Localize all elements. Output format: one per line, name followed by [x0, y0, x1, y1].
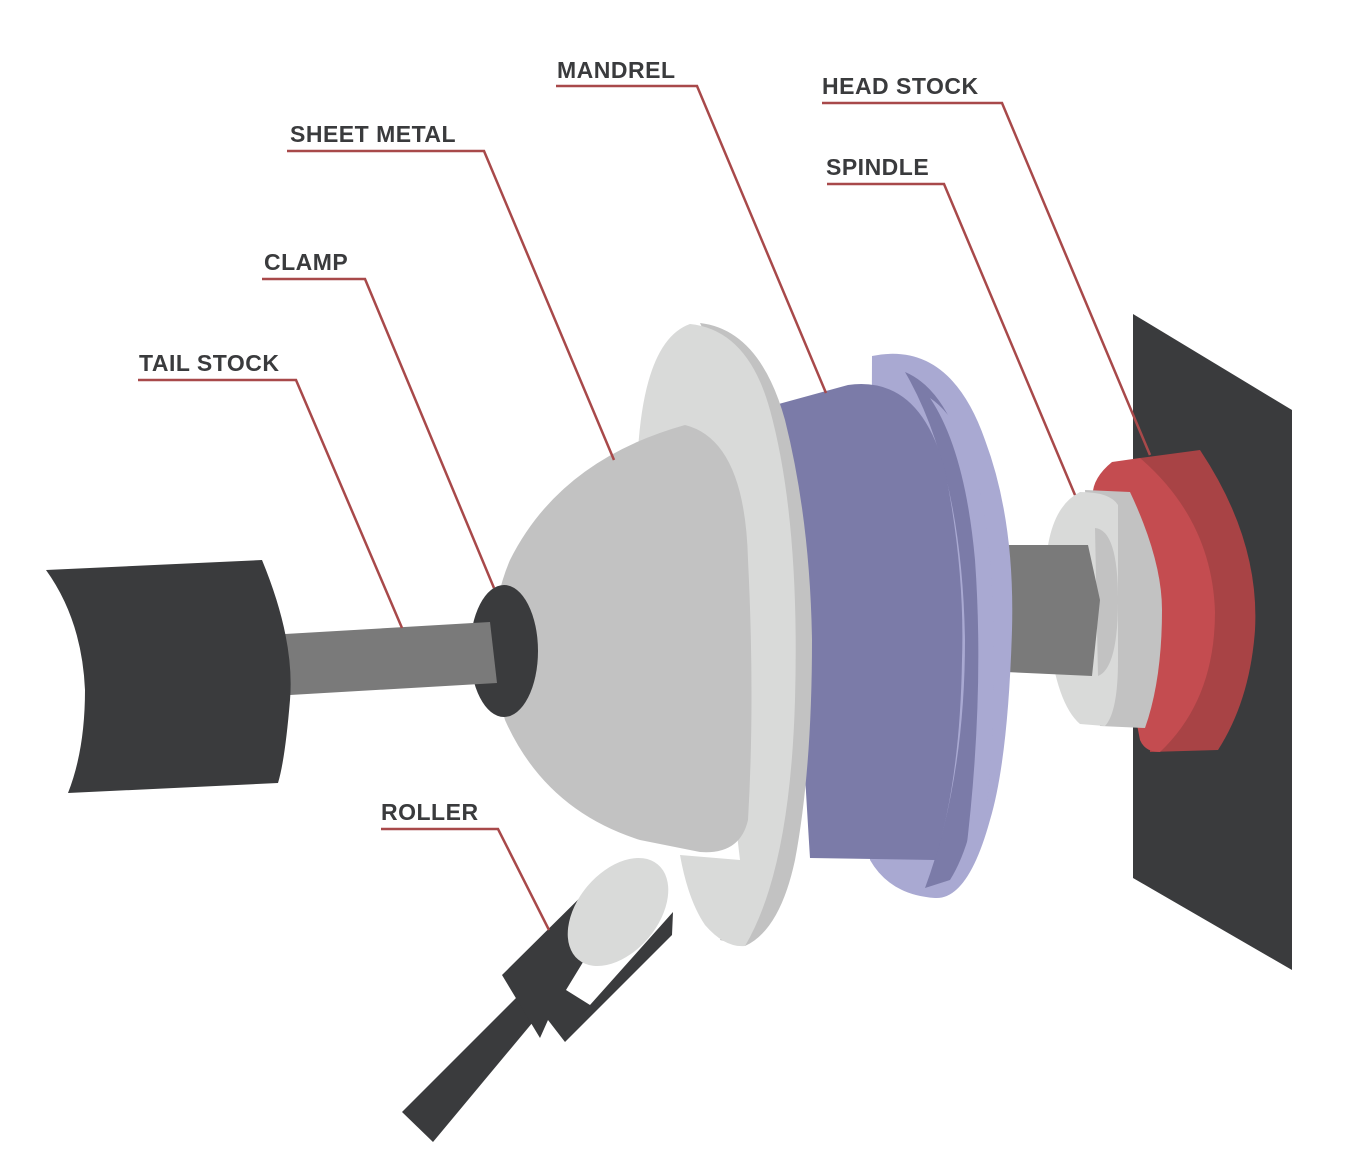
- mandrel-leader: [556, 84, 828, 394]
- label-clamp: CLAMP: [264, 249, 348, 275]
- label-spindle: SPINDLE: [826, 154, 929, 180]
- sheet-metal-leader: [287, 149, 616, 461]
- label-roller: ROLLER: [381, 799, 479, 825]
- spindle-rod: [1000, 545, 1100, 676]
- sheet-metal-cone: [493, 425, 752, 853]
- head-stock-leader: [822, 101, 1152, 456]
- mandrel-side-shade: [930, 398, 994, 860]
- label-tail-stock: TAIL STOCK: [139, 350, 279, 376]
- label-sheet-metal: SHEET METAL: [290, 121, 456, 147]
- clamp-leader: [262, 277, 496, 589]
- label-mandrel: MANDREL: [557, 57, 676, 83]
- clamp: [470, 585, 538, 717]
- roller-wheel: [567, 857, 669, 967]
- mandrel-flange-edge: [905, 372, 987, 888]
- leader-lines: [138, 84, 1152, 931]
- tail-stock-shaft: [285, 622, 497, 695]
- tail-stock-body: [46, 560, 291, 793]
- spindle-leader: [827, 182, 1077, 496]
- mandrel-body: [775, 384, 963, 860]
- tail-stock-leader: [138, 378, 404, 629]
- roller-leader: [381, 827, 551, 931]
- spindle-collar-recess: [1095, 528, 1118, 676]
- label-head-stock: HEAD STOCK: [822, 73, 979, 99]
